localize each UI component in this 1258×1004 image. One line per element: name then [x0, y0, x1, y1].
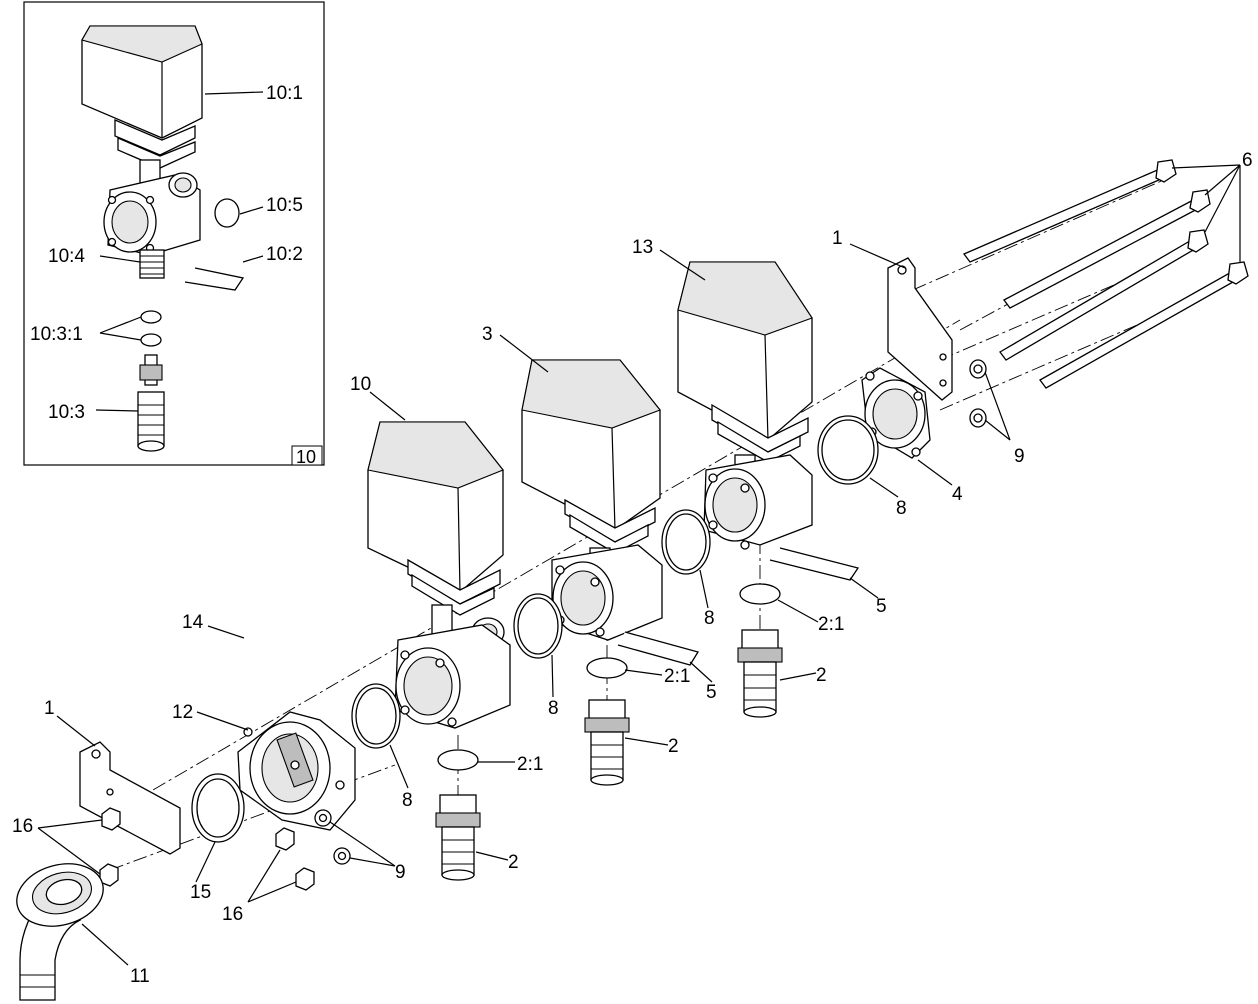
callout-10: 10	[350, 374, 371, 395]
callout-2-1-a: 2:1	[818, 614, 844, 635]
bracket-left	[79, 741, 181, 855]
inset-clip-10-2	[184, 267, 245, 291]
callout-2-1-c: 2:1	[517, 754, 543, 775]
nut-16-c	[275, 827, 295, 851]
callouts: 6 1 13 3 10 9 4 8 8 8 8 5 5 2:1 2:1 2:1 …	[12, 150, 1253, 987]
callout-2-b: 2	[668, 736, 679, 757]
callout-2-a: 2	[816, 665, 827, 686]
inset-callout-10-2: 10:2	[266, 244, 303, 265]
oring-2-1-right	[739, 583, 781, 605]
callout-5-b: 5	[706, 682, 717, 703]
inset-callout-10-3: 10:3	[48, 402, 85, 423]
clamp-12	[237, 711, 356, 831]
inset-oring-10-5	[214, 198, 240, 228]
callout-2-c: 2	[508, 852, 519, 873]
inset-valve-body	[103, 172, 201, 256]
fitting-2-left	[435, 794, 481, 881]
callout-12: 12	[172, 702, 193, 723]
callout-3: 3	[482, 324, 493, 345]
nut-16-d	[295, 867, 315, 891]
inset-callout-10-3-1: 10:3:1	[30, 324, 83, 345]
inset-callout-10-4: 10:4	[48, 246, 85, 267]
callout-8-b: 8	[704, 608, 715, 629]
callout-16-b: 16	[222, 904, 243, 925]
callout-4: 4	[952, 484, 963, 505]
clip-5-mid	[617, 631, 700, 666]
oring-2-1-left	[437, 749, 479, 771]
u-bolt-14	[242, 590, 300, 690]
callout-1-left: 1	[44, 698, 55, 719]
valve-3	[521, 359, 663, 641]
callout-13: 13	[632, 237, 653, 258]
fitting-2-mid	[584, 699, 630, 786]
valve-13	[677, 261, 813, 550]
bolts-6	[962, 159, 1249, 389]
callout-16-a: 16	[12, 816, 33, 837]
clip-5-right	[769, 547, 860, 581]
valve-10	[367, 421, 511, 729]
callout-15: 15	[190, 882, 211, 903]
inset-callout-10-1: 10:1	[266, 83, 303, 104]
oring-2-1-mid	[586, 657, 628, 679]
callout-2-1-b: 2:1	[664, 666, 690, 687]
leader-lines	[37, 164, 1241, 966]
callout-14: 14	[182, 612, 204, 633]
flange-4	[861, 367, 931, 459]
nut-16-a	[101, 807, 121, 831]
callout-9-right: 9	[1014, 446, 1025, 467]
callout-6: 6	[1242, 150, 1253, 171]
inset-detail-10: 10	[23, 1, 325, 467]
callout-11: 11	[130, 966, 150, 987]
callout-8-a: 8	[896, 498, 907, 519]
inset-spring-10-4	[139, 249, 165, 279]
bracket-right	[887, 257, 953, 401]
inset-box-label: 10	[296, 447, 316, 467]
callout-5-a: 5	[876, 596, 887, 617]
inset-actuator	[81, 25, 203, 169]
callout-1-top: 1	[832, 228, 843, 249]
callout-8-d: 8	[402, 790, 413, 811]
inset-callout-10-5: 10:5	[266, 195, 303, 216]
callout-8-c: 8	[548, 698, 559, 719]
fitting-2-right	[737, 629, 783, 718]
callout-9-left: 9	[395, 862, 406, 883]
elbow-11	[16, 863, 104, 1001]
inset-piston-10-3	[137, 354, 165, 452]
